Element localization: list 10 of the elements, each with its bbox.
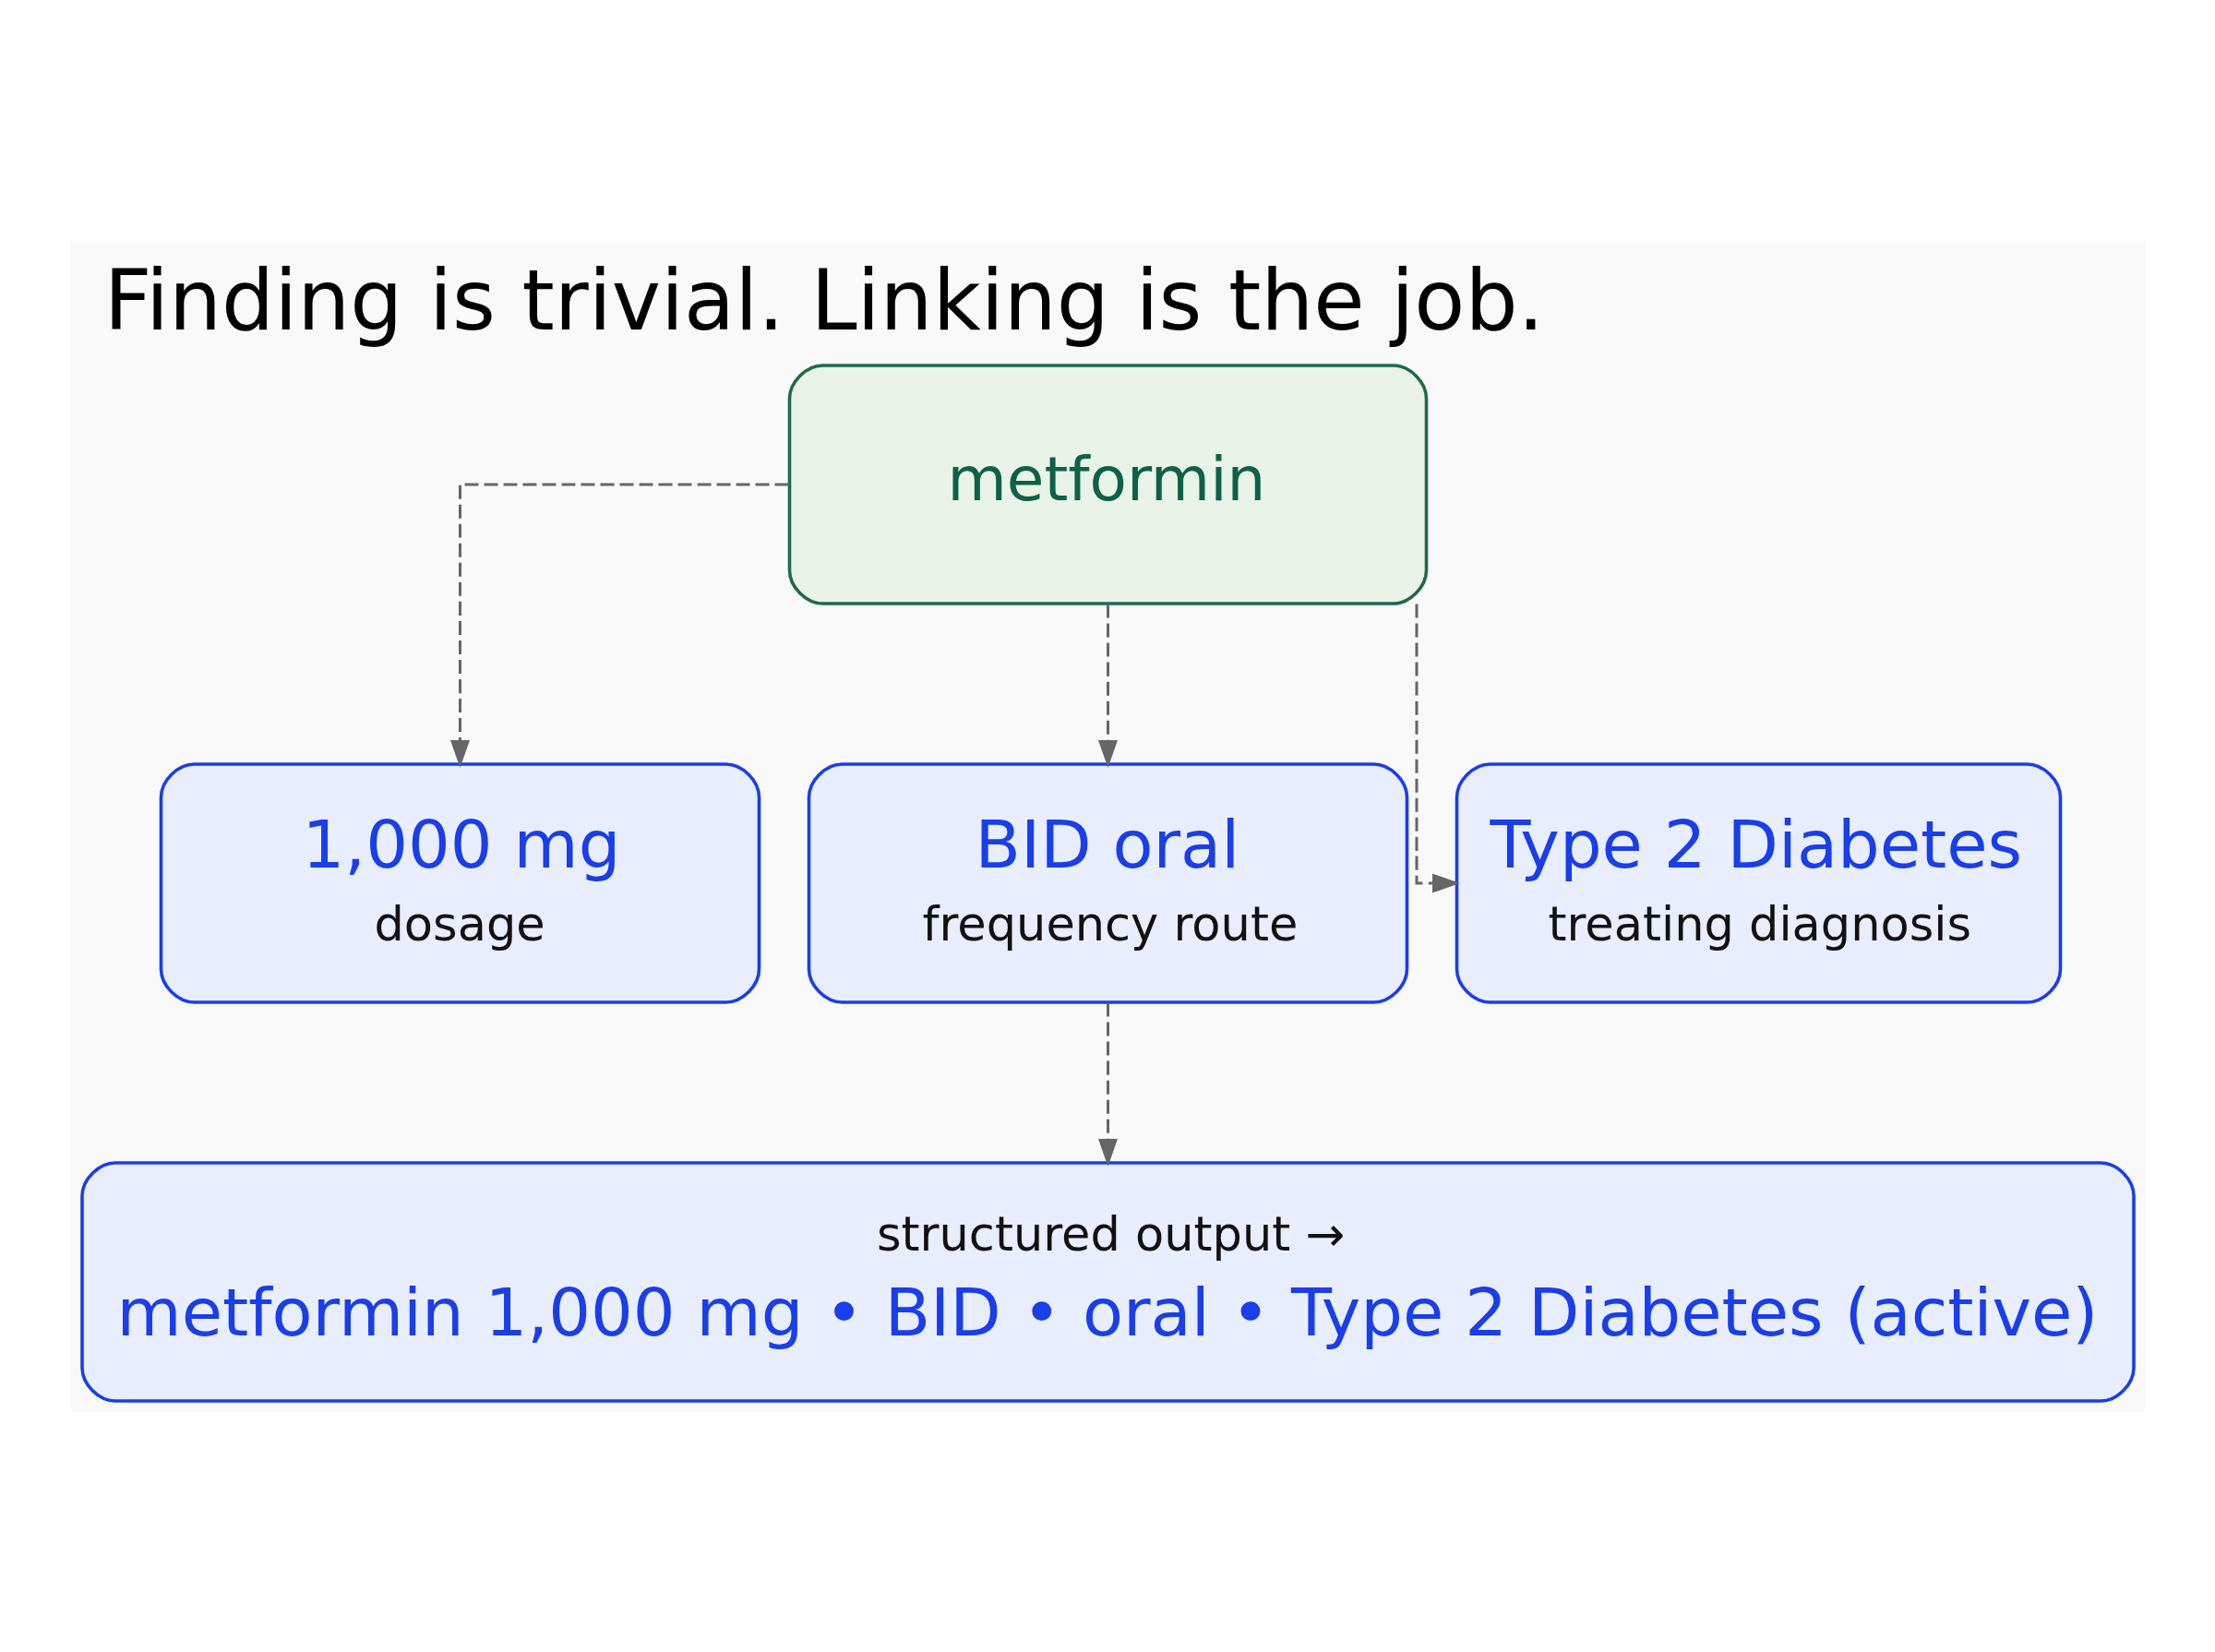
node-box: metformin	[787, 363, 1428, 605]
node-box: 1,000 mg dosage	[159, 761, 760, 1004]
arrow	[1415, 604, 1460, 892]
arrow	[1097, 604, 1118, 768]
node-box: Type 2 Diabetes treating diagnosis	[1455, 761, 2062, 1004]
diagram-title: Finding is trivial. Linking is the job.	[103, 251, 1544, 349]
arrow	[449, 483, 789, 768]
node-box: BID oral frequency route	[807, 761, 1408, 1004]
node-box: structured output → metformin 1,000 mg • BID • oral • Type 2 Diabetes (active)	[79, 1160, 2136, 1403]
arrow	[1097, 1002, 1118, 1167]
